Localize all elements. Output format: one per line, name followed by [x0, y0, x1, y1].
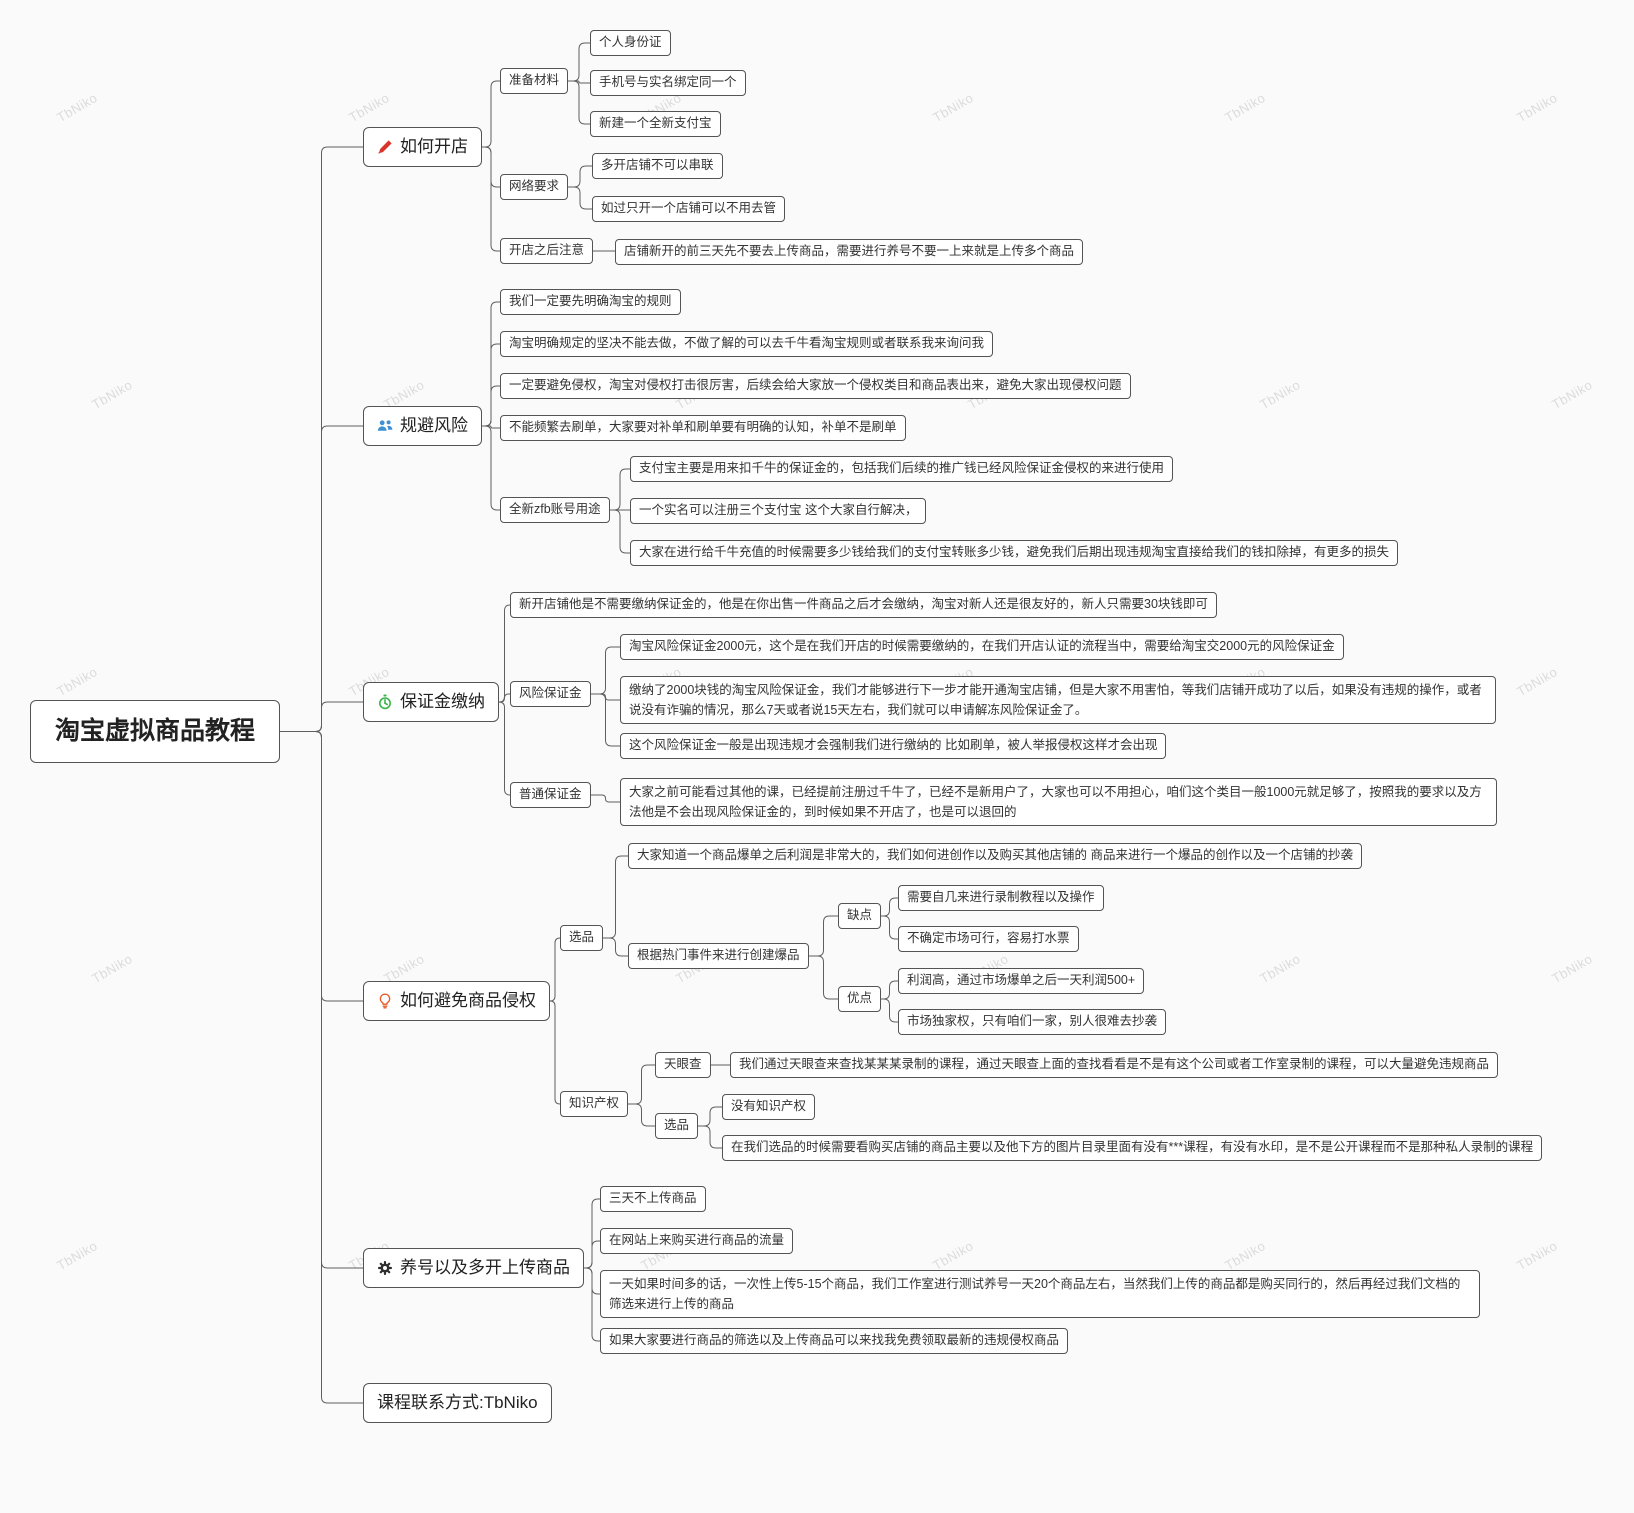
node-pros[interactable]: 优点: [838, 986, 882, 1012]
node-tianyancha[interactable]: 天眼查: [655, 1052, 711, 1078]
node-qianniu-recharge-transfer[interactable]: 大家在进行给千牛充值的时候需要多少钱给我们的支付宝转账多少钱，避免我们后期出现违…: [630, 540, 1399, 566]
node-first-three-days[interactable]: 店铺新开的前三天先不要去上传商品，需要进行养号不要一上来就是上传多个商品: [615, 239, 1084, 265]
node-create-from-trending[interactable]: 根据热门事件来进行创建爆品: [628, 943, 809, 969]
node-multi-store-no-link[interactable]: 多开店铺不可以串联: [592, 153, 723, 179]
node-risk-deposit-2000[interactable]: 淘宝风险保证金2000元，这个是在我们开店的时候需要缴纳的，在我们开店认证的流程…: [620, 634, 1344, 660]
node-forbidden-actions[interactable]: 淘宝明确规定的坚决不能去做，不做了解的可以去千牛看淘宝规则或者联系我来询问我: [500, 331, 994, 357]
timer-icon: [377, 694, 393, 710]
pen-icon: [377, 139, 393, 155]
gear-icon: [377, 1260, 393, 1276]
node-cons-record-yourself[interactable]: 需要自几来进行录制教程以及操作: [898, 885, 1104, 911]
node-new-alipay[interactable]: 新建一个全新支付宝: [590, 111, 721, 137]
node-hot-product-profit[interactable]: 大家知道一个商品爆单之后利润是非常大的，我们如何进创作以及购买其他店铺的 商品来…: [628, 843, 1362, 869]
branch-account-nurturing-upload[interactable]: 养号以及多开上传商品: [363, 1248, 584, 1289]
node-network-requirements[interactable]: 网络要求: [500, 174, 569, 200]
node-risk-deposit-unfreeze[interactable]: 缴纳了2000块钱的淘宝风险保证金，我们才能够进行下一步才能开通淘宝店铺，但是大…: [620, 676, 1496, 724]
node-cons[interactable]: 缺点: [838, 903, 882, 929]
node-no-ip[interactable]: 没有知识产权: [722, 1094, 816, 1120]
people-icon: [377, 418, 393, 434]
branch-avoid-product-infringement[interactable]: 如何避免商品侵权: [363, 981, 550, 1022]
node-intellectual-property[interactable]: 知识产权: [560, 1091, 629, 1117]
node-after-opening-notes[interactable]: 开店之后注意: [500, 238, 594, 264]
node-no-upload-three-days[interactable]: 三天不上传商品: [600, 1186, 706, 1212]
node-check-catalog-watermark[interactable]: 在我们选品的时候需要看购买店铺的商品主要以及他下方的图片目录里面有没有***课程…: [722, 1135, 1543, 1161]
node-phone-realname[interactable]: 手机号与实名绑定同一个: [590, 70, 746, 96]
node-new-store-no-deposit[interactable]: 新开店铺他是不需要缴纳保证金的，他是在你出售一件商品之后才会缴纳，淘宝对新人还是…: [510, 592, 1217, 618]
branch-label: 养号以及多开上传商品: [400, 1258, 570, 1277]
node-prep-materials[interactable]: 准备材料: [500, 68, 569, 94]
node-no-frequent-fake-orders[interactable]: 不能频繁去刷单，大家要对补单和刷单要有明确的认知，补单不是刷单: [500, 415, 906, 441]
node-risk-deposit[interactable]: 风险保证金: [510, 681, 591, 707]
root-node[interactable]: 淘宝虚拟商品教程: [30, 700, 281, 763]
node-avoid-infringement[interactable]: 一定要避免侵权，淘宝对侵权打击很厉害，后续会给大家放一个侵权类目和商品表出来，避…: [500, 373, 1131, 399]
node-pros-high-profit[interactable]: 利润高，通过市场爆单之后一天利润500+: [898, 968, 1145, 994]
branch-label: 如何避免商品侵权: [400, 991, 536, 1010]
branch-deposit-payment[interactable]: 保证金缴纳: [363, 682, 499, 723]
node-personal-id[interactable]: 个人身份证: [590, 30, 671, 56]
node-alipay-deposit-usage[interactable]: 支付宝主要是用来扣千牛的保证金的，包括我们后续的推广钱已经风险保证金侵权的来进行…: [630, 456, 1174, 482]
branch-label: 规避风险: [400, 416, 468, 435]
node-tianyancha-check[interactable]: 我们通过天眼查来查找某某某录制的课程，通过天眼查上面的查找看看是不是有这个公司或…: [730, 1052, 1499, 1078]
node-upload-5-15[interactable]: 一天如果时间多的话，一次性上传5-15个商品，我们工作室进行测试养号一天20个商…: [600, 1270, 1480, 1318]
node-free-infringing-list[interactable]: 如果大家要进行商品的筛选以及上传商品可以来找我免费领取最新的违规侵权商品: [600, 1328, 1069, 1354]
node-normal-deposit-1000[interactable]: 大家之前可能看过其他的课，已经提前注册过千牛了，已经不是新用户了，大家也可以不用…: [620, 778, 1497, 826]
branch-label: 保证金缴纳: [400, 692, 485, 711]
branch-course-contact[interactable]: 课程联系方式:TbNiko: [363, 1383, 552, 1424]
lightbulb-icon: [377, 993, 393, 1009]
node-new-zfb-account-usage[interactable]: 全新zfb账号用途: [500, 497, 610, 523]
node-risk-deposit-trigger[interactable]: 这个风险保证金一般是出现违规才会强制我们进行缴纳的 比如刷单，被人举报侵权这样才…: [620, 733, 1167, 759]
node-know-taobao-rules[interactable]: 我们一定要先明确淘宝的规则: [500, 289, 681, 315]
node-ip-product-selection[interactable]: 选品: [655, 1113, 699, 1139]
branch-label: 课程联系方式:TbNiko: [377, 1393, 538, 1412]
branch-how-to-open-store[interactable]: 如何开店: [363, 127, 482, 168]
node-normal-deposit[interactable]: 普通保证金: [510, 782, 591, 808]
node-cons-market-uncertain[interactable]: 不确定市场可行，容易打水票: [898, 926, 1079, 952]
branch-risk-avoidance[interactable]: 规避风险: [363, 406, 482, 447]
node-product-selection[interactable]: 选品: [560, 925, 604, 951]
node-pros-exclusive[interactable]: 市场独家权，只有咱们一家，别人很难去抄袭: [898, 1009, 1167, 1035]
node-buy-traffic[interactable]: 在网站上来购买进行商品的流量: [600, 1228, 794, 1254]
node-three-alipay-per-id[interactable]: 一个实名可以注册三个支付宝 这个大家自行解决，: [630, 498, 927, 524]
node-single-store-no-worry[interactable]: 如过只开一个店铺可以不用去管: [592, 196, 786, 222]
branch-label: 如何开店: [400, 137, 468, 156]
